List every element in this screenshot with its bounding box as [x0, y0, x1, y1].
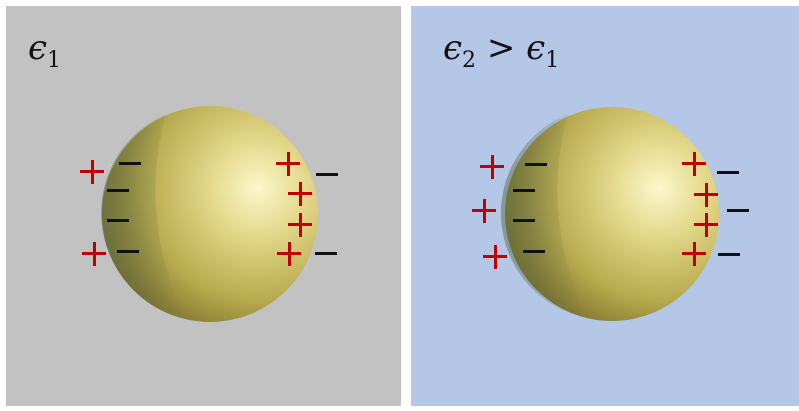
metal-sphere: [101, 106, 318, 322]
negative-charge: [525, 153, 549, 177]
positive-charge: [682, 152, 706, 176]
positive-charge: [682, 242, 706, 266]
negative-charge: [523, 240, 547, 264]
positive-charge: [288, 182, 312, 206]
positive-charge: [82, 242, 106, 266]
negative-charge: [316, 163, 340, 187]
negative-charge: [727, 199, 751, 223]
negative-charge: [117, 240, 141, 264]
positive-charge: [276, 152, 300, 176]
positive-charge: [483, 245, 507, 269]
positive-charge: [694, 183, 718, 207]
positive-charge: [480, 155, 504, 179]
negative-charge: [315, 242, 339, 266]
negative-charge: [513, 179, 537, 203]
positive-charge: [80, 160, 104, 184]
panel-medium-2: ϵ2 > ϵ1: [411, 6, 799, 406]
positive-charge: [288, 213, 312, 237]
panel-medium-1: ϵ1: [6, 6, 401, 406]
positive-charge: [694, 213, 718, 237]
epsilon-symbol: ϵ: [526, 28, 546, 68]
metal-sphere: [500, 107, 719, 321]
epsilon-subscript: 2: [462, 47, 477, 73]
negative-charge: [513, 209, 537, 233]
epsilon-subscript: 1: [545, 47, 560, 73]
permittivity-label: ϵ1: [28, 28, 61, 73]
negative-charge: [107, 209, 131, 233]
negative-charge: [119, 152, 143, 176]
greater-than-sign: >: [486, 28, 516, 68]
negative-charge: [718, 243, 742, 267]
epsilon-symbol: ϵ: [443, 28, 463, 68]
positive-charge: [472, 199, 496, 223]
epsilon-subscript: 1: [47, 47, 62, 73]
epsilon-symbol: ϵ: [28, 28, 48, 68]
negative-charge: [107, 179, 131, 203]
permittivity-comparison-label: ϵ2 > ϵ1: [443, 28, 559, 73]
positive-charge: [277, 242, 301, 266]
negative-charge: [717, 161, 741, 185]
